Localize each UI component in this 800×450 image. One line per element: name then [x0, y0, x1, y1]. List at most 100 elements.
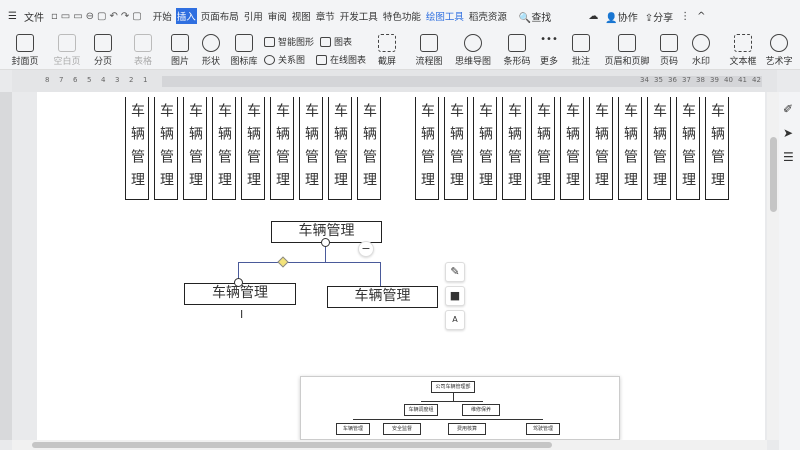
collapse-icon[interactable]: − — [358, 241, 374, 257]
shape-button[interactable]: 形状 — [188, 32, 234, 67]
thumb-line — [353, 419, 543, 420]
vertical-text-box[interactable]: 车辆管理 — [183, 97, 207, 200]
file-menu[interactable]: 文件 — [23, 12, 44, 24]
blank-page-button[interactable]: 空白页 — [44, 32, 90, 67]
mindmap-icon — [464, 34, 482, 52]
vertical-text-box[interactable]: 车辆管理 — [212, 97, 236, 200]
page-break-button[interactable]: 分页 — [80, 32, 126, 67]
connector-handle[interactable] — [321, 238, 330, 247]
horizontal-scrollbar[interactable] — [12, 440, 767, 450]
online-chart-icon — [316, 54, 327, 65]
vertical-text-box[interactable]: 车辆管理 — [560, 97, 584, 200]
cover-page-button[interactable]: 封面页 — [2, 32, 48, 67]
table-button[interactable]: 表格 — [120, 32, 166, 67]
org-chart-thumbnail[interactable]: 公司车辆管理部 车辆调度组 维修保养 车辆管理 安全监督 费用核算 驾驶管理 — [300, 376, 620, 440]
share-button[interactable]: ⇪分享 — [644, 12, 674, 24]
vertical-text-box[interactable]: 车辆管理 — [676, 97, 700, 200]
vertical-text-box[interactable]: 车辆管理 — [125, 97, 149, 200]
smartart-button[interactable]: 智能图形 — [264, 35, 314, 48]
connector-handle[interactable] — [234, 278, 243, 287]
vertical-text-box[interactable]: 车辆管理 — [328, 97, 352, 200]
barcode-icon — [508, 34, 526, 52]
text-wrap-icon[interactable]: A — [445, 310, 465, 330]
vertical-text-box[interactable]: 车辆管理 — [647, 97, 671, 200]
online-chart-button[interactable]: 在线图表 — [316, 53, 366, 66]
label: 更多 — [539, 57, 558, 67]
ruler-tick: 5 — [87, 76, 92, 84]
label: 思维导图 — [454, 57, 491, 67]
collapse-ribbon-icon[interactable]: ^ — [697, 10, 706, 22]
vertical-scrollbar[interactable] — [767, 92, 779, 440]
flowchart-button[interactable]: 流程图 — [406, 32, 452, 67]
tab-1[interactable]: 插入 — [175, 8, 197, 24]
textbox-icon — [734, 34, 752, 52]
vertical-ruler[interactable] — [0, 92, 12, 440]
vertical-text-box[interactable]: 车辆管理 — [473, 97, 497, 200]
tab-2[interactable]: 页面布局 — [200, 12, 239, 23]
tab-9[interactable]: 绘图工具 — [425, 12, 464, 23]
tab-4[interactable]: 审阅 — [267, 12, 287, 23]
vertical-text-box[interactable]: 车辆管理 — [241, 97, 265, 200]
left-shape-box[interactable]: 车辆管理 — [184, 283, 296, 305]
search-button[interactable]: 🔍查找 — [518, 12, 552, 24]
vertical-text-box[interactable]: 车辆管理 — [531, 97, 555, 200]
scroll-thumb[interactable] — [770, 137, 777, 212]
right-shape-box[interactable]: 车辆管理 — [327, 286, 438, 308]
menu-icon[interactable]: ☰ — [8, 10, 17, 22]
textbox-button[interactable]: 文本框 — [720, 32, 766, 67]
scroll-thumb[interactable] — [32, 442, 552, 448]
vertical-text-box[interactable]: 车辆管理 — [415, 97, 439, 200]
pointer-icon[interactable]: ➤ — [783, 126, 794, 140]
vertical-text-box[interactable]: 车辆管理 — [502, 97, 526, 200]
mindmap-button[interactable]: 思维导图 — [450, 32, 496, 67]
vertical-text-box[interactable]: 车辆管理 — [444, 97, 468, 200]
more-icon[interactable]: ⋮ — [680, 10, 691, 22]
page-number-button[interactable]: 页码 — [646, 32, 692, 67]
vertical-text-box[interactable]: 车辆管理 — [589, 97, 613, 200]
relation-chart-button[interactable]: 关系图 — [264, 53, 305, 66]
adjust-handle[interactable] — [277, 256, 289, 268]
vertical-text-box[interactable]: 车辆管理 — [154, 97, 178, 200]
ruler-tick: 1 — [143, 76, 148, 84]
connector-line[interactable] — [325, 243, 326, 262]
tab-5[interactable]: 视图 — [291, 12, 311, 23]
picture-button[interactable]: 图片 — [157, 32, 203, 67]
chart-button[interactable]: 图表 — [320, 35, 352, 48]
comment-icon — [572, 34, 590, 52]
vertical-text-box[interactable]: 车辆管理 — [618, 97, 642, 200]
header-footer-button[interactable]: 页眉和页脚 — [604, 32, 650, 67]
connector-line[interactable] — [238, 262, 381, 263]
collab-button[interactable]: 👤协作 — [605, 12, 638, 24]
tab-10[interactable]: 稻壳资源 — [468, 12, 507, 23]
cloud-icon[interactable]: ☁ — [588, 10, 599, 22]
watermark-button[interactable]: 水印 — [678, 32, 724, 67]
ruler-tick: 6 — [73, 76, 78, 84]
comment-button[interactable]: 批注 — [558, 32, 604, 67]
vertical-text-box[interactable]: 车辆管理 — [299, 97, 323, 200]
pencil-icon[interactable]: ✎ — [445, 262, 465, 282]
tab-0[interactable]: 开始 — [152, 12, 172, 23]
quick-access-icons[interactable]: ▫▭▭⊖▢↶↷▢ — [50, 10, 145, 22]
settings-sliders-icon[interactable]: ☰ — [783, 150, 794, 164]
ruler-tick: 37 — [682, 76, 691, 84]
vertical-text-box[interactable]: 车辆管理 — [270, 97, 294, 200]
label: 条形码 — [503, 57, 531, 67]
tab-6[interactable]: 章节 — [315, 12, 335, 23]
barcode-button[interactable]: 条形码 — [494, 32, 540, 67]
connector-line[interactable] — [238, 262, 239, 283]
tab-7[interactable]: 开发工具 — [339, 12, 378, 23]
more-button[interactable]: •••更多 — [526, 32, 572, 67]
shape-fill-icon[interactable]: ■ — [445, 286, 465, 306]
tab-3[interactable]: 引用 — [243, 12, 263, 23]
ruler-tick: 42 — [752, 76, 761, 84]
icon-library-button[interactable]: 图标库 — [221, 32, 267, 67]
vertical-text-box[interactable]: 车辆管理 — [357, 97, 381, 200]
search-label: 查找 — [531, 12, 552, 24]
pen-icon[interactable]: ✐ — [783, 102, 794, 116]
vertical-text-box[interactable]: 车辆管理 — [705, 97, 729, 200]
connector-line[interactable] — [380, 262, 381, 286]
screenshot-button[interactable]: 截屏 — [364, 32, 410, 67]
tab-8[interactable]: 特色功能 — [382, 12, 421, 23]
wordart-button[interactable]: 艺术字 — [756, 32, 800, 67]
